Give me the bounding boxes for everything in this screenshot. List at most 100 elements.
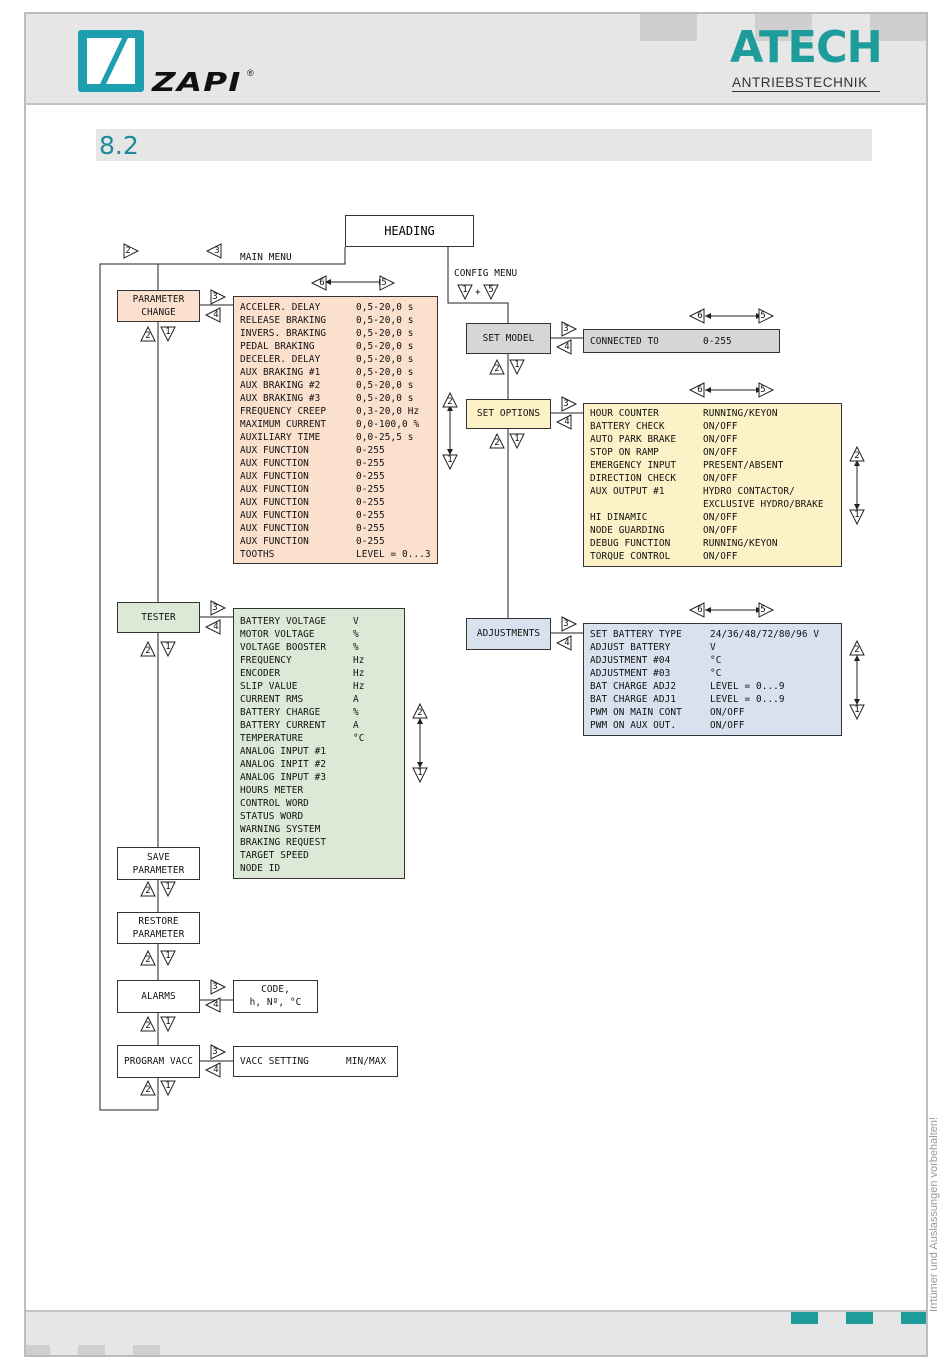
key-number: 2 bbox=[494, 364, 500, 374]
menu-item-set-model[interactable]: SET MODEL bbox=[466, 323, 551, 354]
list-item-value: 0-255 bbox=[356, 471, 385, 482]
key-number: 1 bbox=[854, 705, 860, 715]
key-number: 2 bbox=[447, 397, 453, 407]
config-menu-label: CONFIG MENU bbox=[454, 268, 518, 279]
list-item-label: BAT CHARGE ADJ2 bbox=[590, 681, 677, 692]
key-1-icon bbox=[412, 767, 428, 784]
list-item-value: ON/OFF bbox=[703, 551, 738, 562]
list-item-label: STATUS WORD bbox=[240, 811, 304, 822]
key-2-icon bbox=[489, 432, 505, 449]
list-item-value: EXCLUSIVE HYDRO/BRAKE bbox=[703, 499, 824, 510]
key-number: 2 bbox=[145, 1021, 151, 1031]
menu-item-adjustments[interactable]: ADJUSTMENTS bbox=[466, 618, 551, 650]
alarms-label: ALARMS bbox=[141, 991, 176, 1002]
key-1-icon bbox=[160, 641, 176, 658]
key-4-icon bbox=[204, 997, 221, 1013]
heading-box[interactable]: HEADING bbox=[345, 215, 474, 247]
menu-item-program-vacc[interactable]: PROGRAM VACC bbox=[117, 1045, 200, 1078]
alarms-detail-2: h, Nº, °C bbox=[249, 997, 302, 1008]
footer-teal-tab bbox=[901, 1312, 926, 1324]
list-item-label: SET BATTERY TYPE bbox=[590, 629, 682, 640]
alarms-detail: CODE, h, Nº, °C bbox=[233, 980, 318, 1013]
key-number: 3 bbox=[214, 246, 220, 256]
key-number: 4 bbox=[564, 417, 570, 427]
page-frame bbox=[24, 12, 928, 1357]
menu-item-restore-parameter[interactable]: RESTORE PARAMETER bbox=[117, 912, 200, 944]
list-item-value: 0,5-20,0 s bbox=[356, 341, 414, 352]
list-item-label: AUX FUNCTION bbox=[240, 471, 309, 482]
list-item-label: AUX FUNCTION bbox=[240, 458, 309, 469]
key-1-icon bbox=[442, 454, 458, 471]
list-item-value: Hz bbox=[353, 655, 365, 666]
list-item-label: ANALOG INPIT #2 bbox=[240, 759, 327, 770]
key-5-icon bbox=[758, 308, 775, 324]
key-2-icon bbox=[123, 243, 140, 259]
key-1-icon bbox=[160, 1016, 176, 1033]
key-number: 1 bbox=[165, 1017, 171, 1027]
parameter-change-label-2: CHANGE bbox=[141, 307, 176, 318]
key-1-icon bbox=[849, 509, 865, 526]
list-item-label: NODE ID bbox=[240, 863, 281, 874]
key-number: 2 bbox=[854, 451, 860, 461]
alarms-detail-1: CODE, bbox=[261, 984, 290, 995]
footer-teal-tab bbox=[846, 1312, 873, 1324]
list-item-label: ADJUSTMENT #03 bbox=[590, 668, 671, 679]
key-1-icon bbox=[509, 359, 525, 376]
zapi-registered: ® bbox=[247, 68, 254, 78]
key-2-icon bbox=[849, 639, 865, 656]
key-3-icon bbox=[210, 979, 227, 995]
list-item-value: ON/OFF bbox=[703, 525, 738, 536]
list-item-value: 0-255 bbox=[356, 523, 385, 534]
key-3-icon bbox=[210, 1044, 227, 1060]
key-number: 4 bbox=[213, 310, 219, 320]
restore-parameter-label-1: RESTORE bbox=[138, 916, 179, 927]
list-item-value: ON/OFF bbox=[710, 707, 745, 718]
list-item-label: AUXILIARY TIME bbox=[240, 432, 321, 443]
heading-label: HEADING bbox=[384, 224, 435, 238]
key-number: 6 bbox=[319, 278, 325, 288]
set-model-label: SET MODEL bbox=[482, 333, 535, 344]
list-item-label: CONNECTED TO bbox=[590, 336, 659, 347]
key-number: 2 bbox=[145, 646, 151, 656]
key-4-icon bbox=[555, 414, 572, 430]
list-item-label: AUX BRAKING #1 bbox=[240, 367, 321, 378]
key-number: 5 bbox=[381, 278, 387, 288]
list-item-label: ENCODER bbox=[240, 668, 281, 679]
menu-item-alarms[interactable]: ALARMS bbox=[117, 980, 200, 1013]
menu-item-tester[interactable]: TESTER bbox=[117, 602, 200, 633]
list-item-label: BATTERY CURRENT bbox=[240, 720, 327, 731]
key-number: 3 bbox=[563, 399, 569, 409]
menu-item-set-options[interactable]: SET OPTIONS bbox=[466, 399, 551, 429]
vacc-detail: VACC SETTING MIN/MAX bbox=[233, 1046, 398, 1077]
key-number: 6 bbox=[697, 311, 703, 321]
key-2-icon bbox=[140, 880, 156, 897]
key-number: 1 bbox=[417, 768, 423, 778]
list-item-value: V bbox=[710, 642, 716, 653]
key-5-icon bbox=[758, 602, 775, 618]
key-number: 1 bbox=[854, 510, 860, 520]
key-1-icon bbox=[849, 704, 865, 721]
list-item-value: 24/36/48/72/80/96 V bbox=[710, 629, 820, 640]
list-item-value: 0,0-100,0 % bbox=[356, 419, 420, 430]
list-item-label: BATTERY VOLTAGE bbox=[240, 616, 327, 627]
key-6-icon bbox=[310, 275, 327, 291]
key-5-icon bbox=[758, 382, 775, 398]
list-item-value: ON/OFF bbox=[703, 434, 738, 445]
key-number: 2 bbox=[145, 955, 151, 965]
menu-item-parameter-change[interactable]: PARAMETER CHANGE bbox=[117, 290, 200, 322]
list-item-value: RUNNING/KEYON bbox=[703, 538, 778, 549]
atech-subtitle: ANTRIEBSTECHNIK bbox=[732, 75, 868, 90]
key-number: 1 bbox=[462, 285, 468, 295]
list-item-label: AUX FUNCTION bbox=[240, 510, 309, 521]
key-4-icon bbox=[555, 339, 572, 355]
save-parameter-label-1: SAVE bbox=[147, 852, 170, 863]
list-item-label: ANALOG INPUT #3 bbox=[240, 772, 327, 783]
key-4-icon bbox=[555, 635, 572, 651]
key-4-icon bbox=[204, 619, 221, 635]
list-item-value: % bbox=[353, 707, 359, 718]
menu-item-save-parameter[interactable]: SAVE PARAMETER bbox=[117, 847, 200, 880]
key-1-icon bbox=[160, 1080, 176, 1097]
list-item-label: SLIP VALUE bbox=[240, 681, 298, 692]
list-item-label: AUX FUNCTION bbox=[240, 484, 309, 495]
